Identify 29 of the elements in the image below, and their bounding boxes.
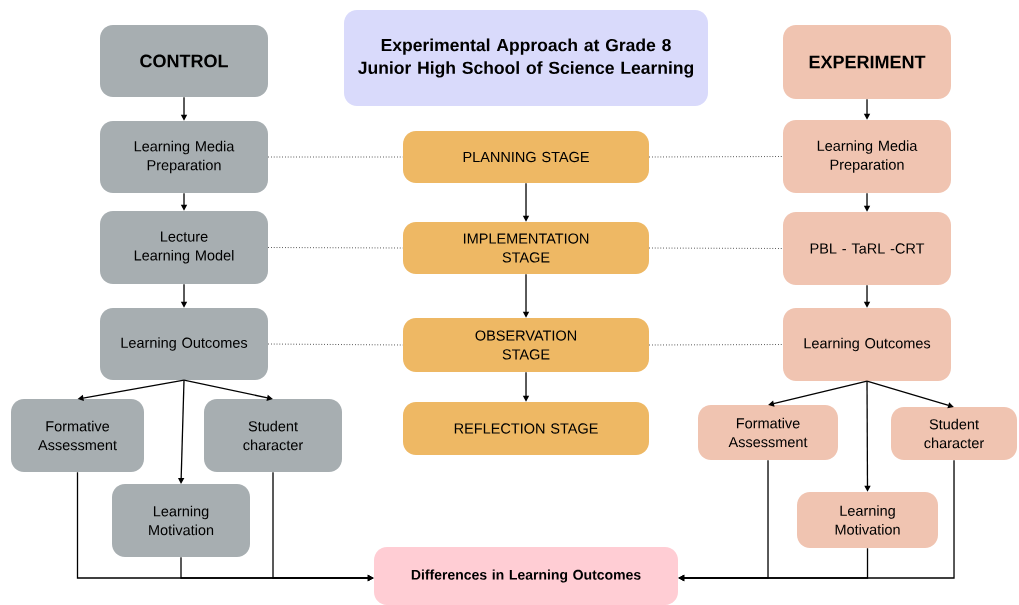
process-box: PBL - TaRL -CRT: [783, 212, 951, 285]
result-box: Differences in Learning Outcomes: [374, 547, 678, 605]
arrow: [768, 380, 868, 407]
stage-box: PLANNING STAGE: [403, 131, 649, 183]
process-box: Formative Assessment: [698, 405, 838, 460]
connector-line: [648, 344, 784, 346]
process-box: Learning Outcomes: [783, 308, 951, 381]
process-box: Learning Outcomes: [100, 308, 268, 380]
process-box: Learning Motivation: [112, 484, 250, 557]
connector-line: [267, 343, 404, 346]
process-box: Formative Assessment: [11, 399, 144, 472]
process-box: Lecture Learning Model: [100, 211, 268, 284]
arrow: [183, 379, 273, 401]
connector-line: [267, 156, 404, 158]
stage-box: OBSERVATION STAGE: [403, 318, 649, 372]
process-box: Student character: [204, 399, 342, 472]
stage-box: IMPLEMENTATION STAGE: [403, 222, 649, 274]
process-box: Learning Media Preparation: [100, 121, 268, 193]
process-box: Learning Motivation: [797, 492, 938, 548]
connector-line: [648, 156, 784, 158]
stage-box: REFLECTION STAGE: [403, 402, 649, 455]
connector-line: [267, 247, 404, 249]
group-header-box: EXPERIMENT: [783, 25, 951, 99]
title-box: Experimental Approach at Grade 8 Junior High School of Science Learning: [344, 10, 708, 106]
connector-line: [648, 247, 784, 249]
arrow: [866, 380, 954, 409]
group-header-box: CONTROL: [100, 25, 268, 97]
process-box: Learning Media Preparation: [783, 120, 951, 193]
process-box: Student character: [891, 407, 1017, 460]
